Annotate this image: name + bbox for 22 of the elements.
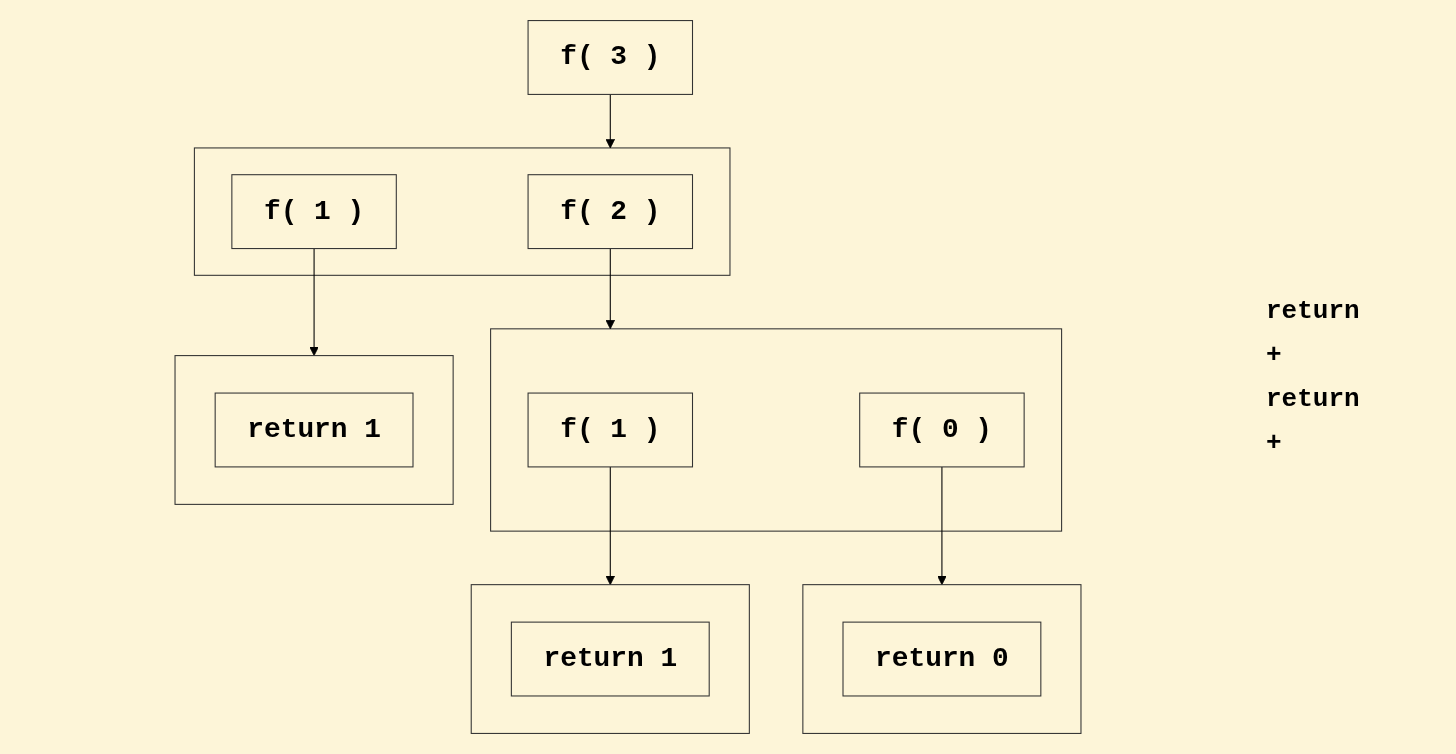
cluster [490, 328, 1063, 532]
cluster [470, 584, 750, 734]
node-box: f( 1 ) [527, 392, 694, 468]
node-box: f( 3 ) [527, 20, 694, 95]
node-box: return 0 [842, 621, 1042, 697]
expression-text: + [1266, 340, 1283, 370]
cluster [802, 584, 1082, 734]
arrow [605, 248, 615, 330]
expression-text: return [1266, 296, 1361, 326]
expression-text: + [1266, 428, 1283, 458]
arrow [937, 466, 947, 586]
arrow [605, 93, 615, 149]
cluster [193, 147, 731, 276]
arrow [605, 466, 615, 586]
arrow [309, 248, 319, 356]
node-box: return 1 [214, 392, 414, 468]
cluster [174, 355, 454, 505]
expression-text: return [1266, 384, 1361, 414]
node-box: f( 0 ) [859, 392, 1025, 468]
node-box: return 1 [510, 621, 710, 697]
node-box: f( 1 ) [231, 174, 397, 250]
node-box: f( 2 ) [527, 174, 694, 250]
